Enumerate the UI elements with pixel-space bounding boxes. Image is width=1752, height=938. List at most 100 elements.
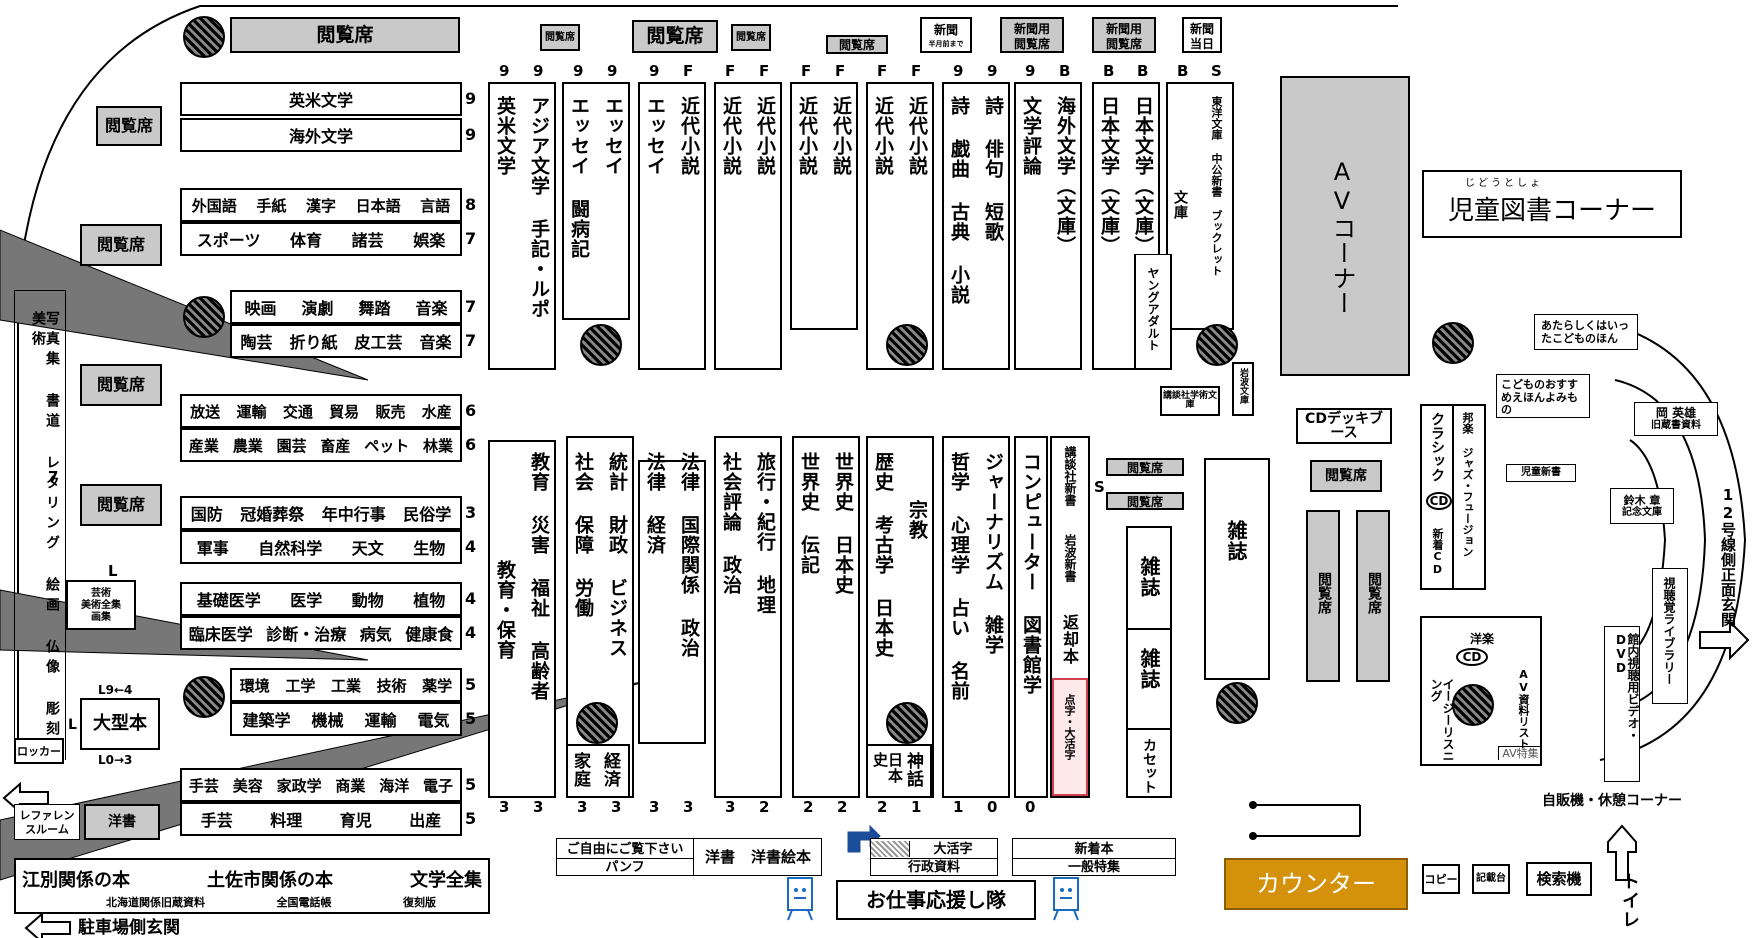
reading-seats-right-v1[interactable]: 閲覧席 — [1306, 510, 1340, 682]
shelf-row-item: 技術 — [376, 676, 407, 695]
shelf-unit[interactable] — [942, 436, 1010, 798]
shelf-unit[interactable] — [792, 436, 860, 798]
music-cd-rack[interactable]: クラシック 邦楽 ジャズ・フュージョン CD 新着CD — [1420, 404, 1486, 590]
shelf-unit[interactable] — [1014, 436, 1048, 798]
reading-seats-right-v2[interactable]: 閲覧席 — [1356, 510, 1390, 682]
shelf-row[interactable]: 放送運輸交通貿易販売水産 — [180, 394, 462, 428]
magazine-shelf-right[interactable]: 雑誌 — [1204, 458, 1270, 680]
shelf-row[interactable]: スポーツ体育諸芸娯楽 — [180, 222, 462, 256]
large-books-side: L — [68, 717, 77, 733]
shelf-label: 宗教 — [906, 500, 928, 540]
young-adult-shelf[interactable]: ヤングアダルト — [1134, 254, 1172, 370]
large-books-label: 大型本 — [93, 713, 147, 734]
shelf-row-number: 5 — [465, 709, 477, 728]
shelf-row[interactable]: 産業農業園芸畜産ペット林業 — [180, 428, 462, 462]
large-books-shelf[interactable]: 大型本 — [80, 698, 160, 750]
locker[interactable]: ロッカー — [14, 738, 64, 764]
shelf-row[interactable]: 海外文学 — [180, 118, 462, 152]
shelf-unit[interactable] — [866, 82, 934, 370]
video-dvd-shelf[interactable]: 館内視聴用ビデオ・DVD — [1604, 626, 1640, 782]
kids-new-shelf[interactable]: 児童新書 — [1506, 464, 1576, 482]
western-books-left[interactable]: 洋書 — [84, 804, 160, 840]
reading-seats-right-1[interactable]: 閲覧席 — [1310, 460, 1382, 492]
shelf-row-number: 6 — [465, 435, 477, 454]
reading-seats-left-3[interactable]: 閲覧席 — [80, 364, 162, 406]
kodansha-academic-shelf[interactable]: 講談社学術文庫 — [1160, 386, 1220, 416]
reading-seats-left-2[interactable]: 閲覧席 — [80, 224, 162, 266]
shelf-unit[interactable] — [790, 82, 858, 330]
classic-label: クラシック — [1429, 412, 1445, 482]
shelf-row[interactable]: 手芸美容家政学商業海洋電子 — [180, 768, 462, 802]
magazine-shelf-left[interactable]: 雑誌 雑誌 カセット — [1126, 526, 1172, 798]
reading-seats-left-4[interactable]: 閲覧席 — [80, 484, 162, 526]
shelf-label: エッセイ — [644, 96, 666, 176]
shelf-unit[interactable] — [562, 82, 630, 320]
art-collection-shelf[interactable]: 芸術 美術全集 画集 — [66, 580, 136, 630]
kids-corner[interactable]: じどうとしょ 児童図書コーナー — [1422, 170, 1682, 238]
new-books-shelf[interactable]: 新着本 一般特集 — [1012, 838, 1176, 876]
shelf-unit[interactable] — [638, 460, 706, 744]
av-corner[interactable]: AVコーナー — [1280, 76, 1410, 376]
shelf-code: 9 — [987, 62, 998, 80]
local-collection-shelf[interactable]: 江別関係の本 土佐市関係の本 文学全集 北海道関係旧蔵資料 全国電話帳 復刻版 — [14, 858, 490, 914]
wall-shelf-art[interactable]: 写真集 書道 レタリング 絵画 仏像 彫刻 美術 — [14, 290, 66, 760]
reference-line1: レファレン — [19, 808, 75, 822]
shelf-row-number: 3 — [465, 503, 477, 522]
shelf-row[interactable]: 建築学機械運輸電気 — [230, 702, 462, 736]
shelf-row[interactable]: 国防冠婚葬祭年中行事民俗学 — [180, 496, 462, 530]
shelf-row[interactable]: 手芸料理育児出産 — [180, 802, 462, 836]
iwanami-bunko-shelf[interactable]: 岩波文庫 — [1232, 362, 1254, 416]
reading-seats-mid-b[interactable]: 閲覧席 — [1106, 492, 1184, 510]
newspaper-rack-1[interactable]: 新聞 半月前まで — [920, 17, 972, 53]
admin-large-print-shelf[interactable]: 大活字 行政資料 — [870, 838, 998, 876]
shelf-unit[interactable] — [638, 82, 706, 370]
jhist-myth-shelf[interactable]: 日本史 神話 — [866, 744, 932, 798]
shelf-row[interactable]: 臨床医学診断・治療病気健康食 — [180, 616, 462, 650]
copy-machine[interactable]: コピー — [1422, 864, 1460, 894]
suzuki-collection[interactable]: 鈴木 章 記念文庫 — [1610, 488, 1674, 524]
newspaper-today[interactable]: 新聞 当日 — [1182, 17, 1222, 53]
shelf-label: 旅行・紀行 地理 — [754, 452, 776, 615]
visual-library[interactable]: 視聴覚ライブラリー — [1652, 568, 1688, 704]
oka-collection[interactable]: 岡 英雄 旧蔵書資料 — [1634, 402, 1718, 436]
search-terminal[interactable]: 検索機 — [1526, 862, 1592, 896]
reading-seats-mid-a[interactable]: 閲覧席 — [1106, 458, 1184, 476]
shelf-unit[interactable] — [488, 440, 556, 798]
free-pamphlet-shelf[interactable]: ご自由にご覧下さい パンフ 洋書 洋書絵本 — [556, 838, 822, 876]
shelf-row[interactable]: 軍事自然科学天文生物 — [180, 530, 462, 564]
shelf-row[interactable]: 映画演劇舞踏音楽 — [230, 290, 462, 324]
kids-recommend[interactable]: こどものおすすめえほんよみもの — [1496, 374, 1590, 418]
writing-desk[interactable]: 記載台 — [1472, 864, 1510, 894]
reference-room[interactable]: レファレン スルーム — [14, 804, 80, 840]
home-econ-shelf[interactable]: 家庭 経済 — [566, 744, 630, 798]
shelf-unit[interactable] — [942, 82, 1010, 370]
shelf-row[interactable]: 環境工学工業技術薬学 — [230, 668, 462, 702]
shelf-row[interactable]: 基礎医学医学動物植物 — [180, 582, 462, 616]
shelf-label: 教育 災害 福祉 高齢者 — [528, 452, 550, 701]
reading-seats-top-small-2[interactable]: 閲覧席 — [731, 24, 771, 51]
shinsho-shelf[interactable]: 講談社新書 岩波新書 返却本 点字・大活字 — [1050, 436, 1090, 798]
shelf-row[interactable]: 外国語手紙漢字日本語言語 — [180, 188, 462, 222]
shelf-unit[interactable] — [1166, 82, 1234, 330]
service-counter[interactable]: カウンター — [1224, 858, 1408, 910]
shelf-row-item: 電気 — [417, 711, 450, 730]
shelf-row[interactable]: 陶芸折り紙皮工芸音楽 — [230, 324, 462, 358]
shelf-row-item: 出産 — [409, 811, 442, 830]
newspaper-reading-2[interactable]: 新聞用 閲覧席 — [1092, 17, 1156, 53]
shelf-unit[interactable] — [488, 82, 556, 370]
shelf-code: 2 — [759, 798, 770, 816]
reading-seats-top-1[interactable]: 閲覧席 — [230, 17, 460, 53]
reading-seats-top-2[interactable]: 閲覧席 — [632, 20, 718, 53]
shelf-row[interactable]: 英米文学 — [180, 82, 462, 116]
reading-seats-top-small-1[interactable]: 閲覧席 — [540, 24, 580, 51]
new-kids-books[interactable]: あたらしくはいったこどものほん — [1534, 314, 1638, 350]
shelf-unit[interactable] — [714, 82, 782, 370]
reading-seats-left-1[interactable]: 閲覧席 — [96, 106, 162, 146]
cd-deck-booth[interactable]: CDデッキブース — [1296, 408, 1392, 444]
work-support-corner[interactable]: お仕事応援し隊 — [836, 880, 1036, 920]
shelf-unit[interactable] — [1014, 82, 1082, 370]
reading-seats-top-small-3[interactable]: 閲覧席 — [826, 35, 888, 54]
oka-line1: 岡 英雄 — [1655, 406, 1697, 420]
newspaper-reading-1[interactable]: 新聞用 閲覧席 — [1000, 17, 1064, 53]
shelf-unit[interactable] — [714, 436, 782, 798]
